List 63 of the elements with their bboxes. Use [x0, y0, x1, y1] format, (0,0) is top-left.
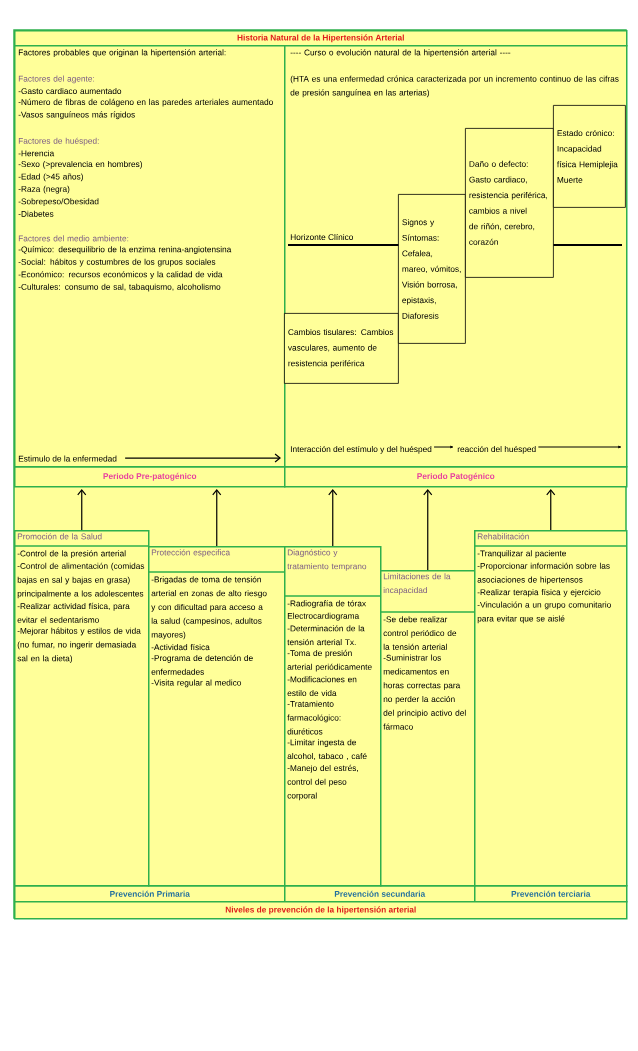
axis-label: Horizonte Clínico	[290, 233, 354, 241]
list-item: -Edad (>45 años)	[18, 173, 83, 182]
column-heading: Limitaciones de la incapacidad	[383, 573, 451, 595]
arrow	[423, 489, 433, 571]
list-item: -Económico: recursos económicos y la calidad de vida	[18, 271, 223, 279]
arrow	[546, 489, 556, 531]
paragraph: Estimulo de la enfermedad	[18, 455, 117, 462]
heading: ---- Curso o evolución natural de la hipertensión arterial ----	[290, 49, 511, 58]
list-item: -Tratamiento farmacológico: diuréticos	[287, 700, 341, 735]
list-item: -Se debe realizar control periódico de la tensión arterial	[383, 616, 457, 650]
list-item: -Radiografía de tórax	[287, 600, 366, 609]
stage-box: Daño o defecto: Gasto cardiaco, resistencia periférica, cambios a nivel de riñón, cerebro, corazón	[465, 128, 554, 278]
section-heading: Factores del agente:	[18, 75, 94, 84]
list-item: -Suministrar los medicamentos en horas correctas para no perder la acción del principio activo del fármaco	[383, 654, 466, 730]
list-item: -Control de alimentación (comidas bajas en sal y bajas en grasa) principalmente a los adolescentes	[17, 562, 145, 599]
period-band: Periodo Patogénico	[284, 466, 628, 488]
arrow	[212, 489, 222, 547]
arrow	[77, 489, 87, 531]
list-item: -Realizar terapia física y ejercicio	[477, 588, 601, 597]
list-item: -Modificaciones en estilo de vida	[287, 676, 357, 697]
paragraph: Factores probables que originan la hipertensión arterial:	[18, 49, 226, 58]
column-heading: Protección especifica	[151, 549, 231, 558]
list-item: -Determinación de la tensión arterial Tx.	[287, 625, 365, 646]
list-item: -Brigadas de toma de tensión arterial en zonas de alto riesgo y con dificultad para acceso a la salud (campesinos, adultos mayores)	[151, 576, 267, 640]
list-item: -Gasto cardiaco aumentado	[18, 88, 122, 95]
list-item: -Vasos sanguíneos más rígidos	[18, 111, 135, 120]
list-item: -Limitar ingesta de alcohol, tabaco , café	[287, 739, 367, 761]
list-item: -Diabetes	[18, 210, 54, 217]
column-heading: Promoción de la Salud	[17, 533, 102, 540]
list-item: -Sobrepeso/Obesidad	[18, 198, 99, 206]
list-item: -Realizar actividad física, para evitar el sedentarismo	[17, 602, 130, 623]
list-item: -Toma de presión arterial periódicamente	[287, 649, 372, 672]
list-item: -Control de la presión arterial	[17, 550, 126, 559]
list-item: -Actividad física	[151, 643, 210, 651]
arrow	[328, 489, 338, 547]
list-item: -Número de fibras de colágeno en las paredes arteriales aumentado	[18, 98, 273, 107]
list-item: -Herencia	[18, 150, 55, 157]
list-item: -Social: hábitos y costumbres de los grupos sociales	[18, 258, 216, 267]
period-band: Periodo Pre-patogénico	[14, 466, 286, 488]
list-item: -Tranquilizar al paciente	[477, 550, 566, 558]
list-item: -Vinculación a un grupo comunitario para evitar que se aislé	[477, 601, 611, 624]
list-item: -Raza (negra)	[18, 185, 70, 194]
list-item: Electrocardiograma	[287, 612, 360, 621]
list-item: -Químico: desequilibrio de la enzima renina-angiotensina	[18, 246, 232, 254]
list-item: -Manejo del estrés, control del peso corporal	[287, 764, 358, 801]
list-item: -Visita regular al medico	[151, 679, 242, 688]
column-heading: Diagnóstico y tratamiento temprano	[287, 549, 367, 571]
list-item: -Sexo (>prevalencia en hombres)	[18, 160, 142, 169]
list-item: -Mejorar hábitos y estilos de vida (no fumar, no ingerir demasiada sal en la dieta)	[17, 627, 141, 663]
section-heading: Factores de huésped:	[18, 137, 99, 146]
title-band: Historia Natural de la Hipertensión Arterial	[14, 30, 628, 47]
stage-box: Cambios tisulares: Cambios vasculares, aumento de resistencia periférica	[284, 313, 399, 384]
list-item: -Programa de detención de enfermedades	[151, 654, 253, 675]
list-item: -Culturales: consumo de sal, tabaquismo, alcoholismo	[18, 283, 221, 292]
arrow	[124, 453, 281, 463]
section-heading: Factores del medio ambiente:	[18, 235, 129, 242]
stage-box: Estado crónico: Incapacidad física Hemiplejia Muerte	[553, 105, 626, 208]
text: reacción del huésped	[457, 445, 536, 454]
stage-box: Signos y Síntomas: Cefalea, mareo, vómitos, Visión borrosa, epistaxis, Diaforesis	[398, 194, 466, 344]
column-heading: Rehabilitación	[477, 533, 529, 540]
list-item: -Proporcionar información sobre las asociaciones de hipertensos	[477, 562, 610, 585]
paragraph: (HTA es una enfermedad crónica caracterizada por un incremento continuo de las cifras de presión sanguínea en las arterias)	[290, 75, 619, 98]
text: Interacción del estímulo y del huésped	[290, 445, 432, 454]
